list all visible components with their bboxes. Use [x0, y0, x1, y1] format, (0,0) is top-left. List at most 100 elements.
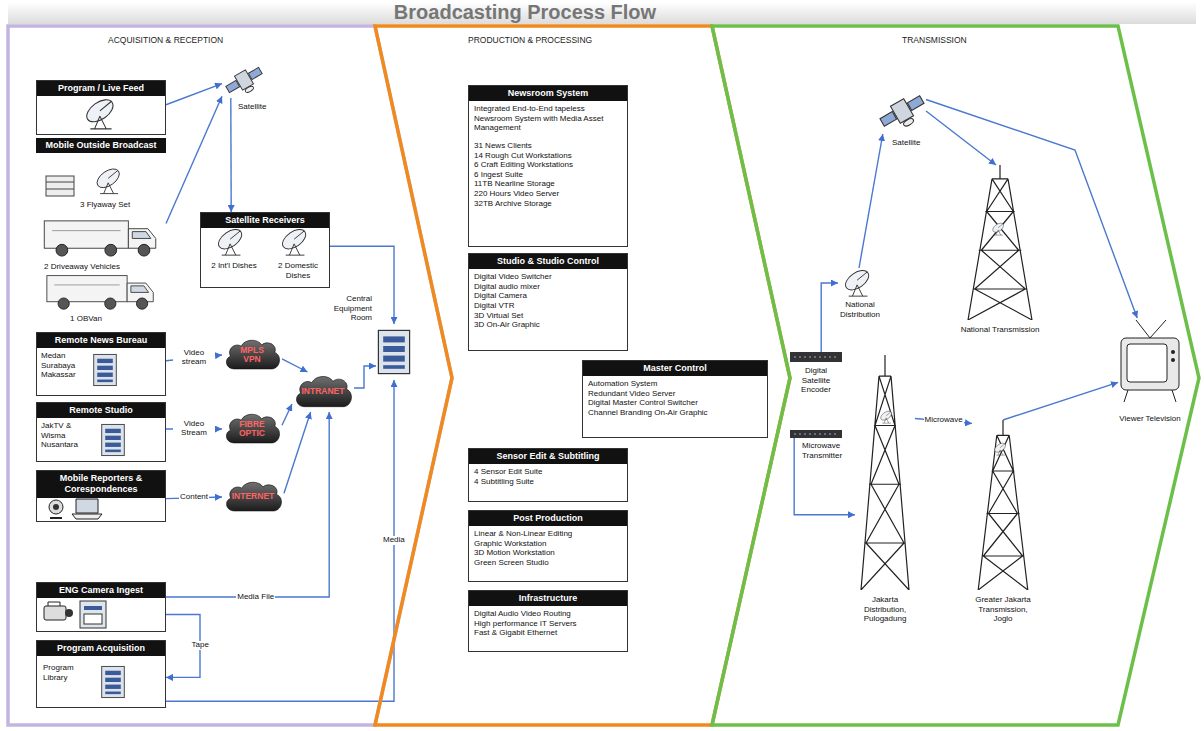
- box-item: 1 OBVan: [70, 314, 150, 324]
- equipment-box: ENG Camera Ingest: [36, 582, 166, 632]
- truck-icon: [44, 221, 155, 256]
- flow-connector: [354, 366, 376, 388]
- box-item: Linear & Non-Linear Editing: [474, 529, 622, 539]
- connector-label: Content: [179, 493, 209, 502]
- box-heading: Newsroom System: [469, 86, 627, 101]
- cloud-outline: [297, 376, 352, 406]
- box-item: Redundant Video Server: [588, 389, 762, 399]
- box-item: JakTV & Wisma Nusantara: [41, 421, 95, 450]
- network-cloud: FIBRE OPTIC: [222, 410, 282, 448]
- cloud-label: FIBRE OPTIC: [230, 420, 273, 439]
- equipment-box: InfrastructureDigital Audio Video Routin…: [468, 590, 628, 652]
- box-item: Digital VTR: [474, 301, 622, 311]
- connector-label: Video Stream: [173, 420, 215, 438]
- flow-connector: [166, 380, 394, 701]
- equipment-icon-node: Jakarta Distribution, Pulogadung: [855, 355, 915, 590]
- cloud-outline: [226, 414, 279, 443]
- box-body: JakTV & Wisma Nusantara: [37, 418, 165, 425]
- box-heading: Program / Live Feed: [37, 81, 165, 96]
- van-icon: [47, 276, 153, 310]
- equipment-box: Program / Live Feed: [36, 80, 166, 135]
- equipment-box: Remote StudioJakTV & Wisma Nusantara: [36, 402, 166, 462]
- box-item: 2 Domestic Dishes: [267, 261, 329, 280]
- tower-icon: [968, 165, 1032, 320]
- box-item: Digital Audio Video Routing: [474, 609, 622, 619]
- satellite-icon: [224, 64, 267, 101]
- stage-heading: ACQUISITION & RECEPTION: [108, 35, 308, 45]
- box-item: Green Screen Studio: [474, 558, 622, 568]
- cloud-label: INTRANET: [301, 387, 346, 396]
- process-stage-band: PRODUCTION & PROCESSING Newsroom SystemIn…: [375, 26, 791, 726]
- server-icon: [94, 354, 117, 385]
- connector-label: Media: [382, 536, 406, 545]
- box-heading: Studio & Studio Control: [469, 254, 627, 269]
- box-heading: Mobile Outside Broadcast: [36, 138, 166, 153]
- node-label: Greater Jakarta Transmission, Joglo: [968, 595, 1038, 624]
- cloud-outline: [226, 340, 279, 369]
- box-item: Fast & Gigabit Ethernet: [474, 628, 622, 638]
- dish-icon: [215, 226, 245, 256]
- dish-icon: [842, 267, 872, 297]
- title-bar: [8, 2, 1196, 24]
- dish-icon: [993, 441, 1007, 455]
- box-item: 3D On-Air Graphic: [474, 320, 622, 330]
- equipment-icon-node: National Transmission: [960, 165, 1040, 320]
- webcam-icon: [49, 500, 63, 518]
- flow-connector: [1003, 382, 1118, 420]
- equipment-box: Master ControlAutomation SystemRedundant…: [582, 360, 768, 438]
- cloud-outline: [227, 482, 282, 511]
- connector-label: Microwave: [924, 416, 964, 425]
- box-heading: Infrastructure: [469, 591, 627, 606]
- flow-connector: [282, 359, 308, 372]
- box-item: Digital audio mixer: [474, 282, 622, 292]
- deck-icon: [80, 601, 106, 628]
- box-body: Automation SystemRedundant Video ServerD…: [583, 376, 767, 421]
- node-label: Digital Satellite Encoder: [790, 366, 842, 395]
- box-item: 3D Virtual Set: [474, 311, 622, 321]
- equipment-icon-node: National Distribution: [838, 268, 880, 298]
- stage-heading: TRANSMISSION: [902, 35, 1102, 45]
- box-item: Integrated End-to-End tapeless Newsroom …: [474, 104, 622, 133]
- box-heading: Program Acquisition: [37, 641, 165, 656]
- node-label: Microwave Transmitter: [802, 441, 852, 460]
- equipment-box: Remote News BureauMedan Surabaya Makassa…: [36, 332, 166, 396]
- equipment-box: Program AcquisitionProgram Library: [36, 640, 166, 708]
- tower-icon: [861, 355, 909, 590]
- server-icon: [102, 666, 125, 697]
- dish-icon: [991, 221, 1005, 235]
- equipment-icon-node: Satellite: [878, 88, 926, 134]
- network-cloud: INTRANET: [292, 372, 354, 412]
- box-item: 11TB Nearline Storage: [474, 179, 622, 189]
- equipment-box: Mobile Outside Broadcast3 Flyaway Set2 D…: [36, 138, 166, 328]
- box-heading: Sensor Edit & Subtitling: [469, 449, 627, 464]
- box-heading: Satellite Receivers: [201, 213, 329, 228]
- flyaway-case: [46, 176, 74, 196]
- box-item: Digital Master Control Switcher: [588, 398, 762, 408]
- equipment-icon-node: Viewer Television: [1118, 318, 1182, 410]
- box-item: Program Library: [43, 663, 87, 682]
- transmitter-icon: [790, 430, 842, 438]
- stage-heading: PRODUCTION & PROCESSING: [468, 35, 668, 45]
- box-item: 3D Motion Workstation: [474, 548, 622, 558]
- box-item: 6 Ingest Suite: [474, 170, 622, 180]
- network-cloud: INTERNET: [222, 478, 284, 516]
- box-body: 2 Int'l Dishes2 Domestic Dishes: [201, 228, 329, 235]
- box-item: 31 News Clients: [474, 141, 622, 151]
- box-item: 2 Int'l Dishes: [203, 261, 265, 271]
- box-body: 4 Sensor Edit Suite4 Subtitling Suite: [469, 464, 627, 490]
- flow-connector: [166, 84, 222, 105]
- dish-icon: [879, 409, 893, 423]
- flow-connector: [794, 438, 855, 515]
- server-icon: [378, 330, 409, 373]
- box-item: High performance IT Servers: [474, 619, 622, 629]
- dish-icon: [279, 226, 309, 256]
- equipment-box: Mobile Reporters & Corespondences: [36, 470, 166, 522]
- box-item: 4 Sensor Edit Suite: [474, 467, 622, 477]
- box-item: Medan Surabaya Makassar: [41, 351, 87, 380]
- box-item: 6 Craft Editing Workstations: [474, 160, 622, 170]
- cloud-label: MPLS VPN: [230, 346, 273, 365]
- box-body: Digital Audio Video RoutingHigh performa…: [469, 606, 627, 642]
- process-stage-band: ACQUISITION & RECEPTION Program / Live Fe…: [8, 26, 454, 726]
- equipment-box: Sensor Edit & Subtitling4 Sensor Edit Su…: [468, 448, 628, 502]
- equipment-box: Post ProductionLinear & Non-Linear Editi…: [468, 510, 628, 582]
